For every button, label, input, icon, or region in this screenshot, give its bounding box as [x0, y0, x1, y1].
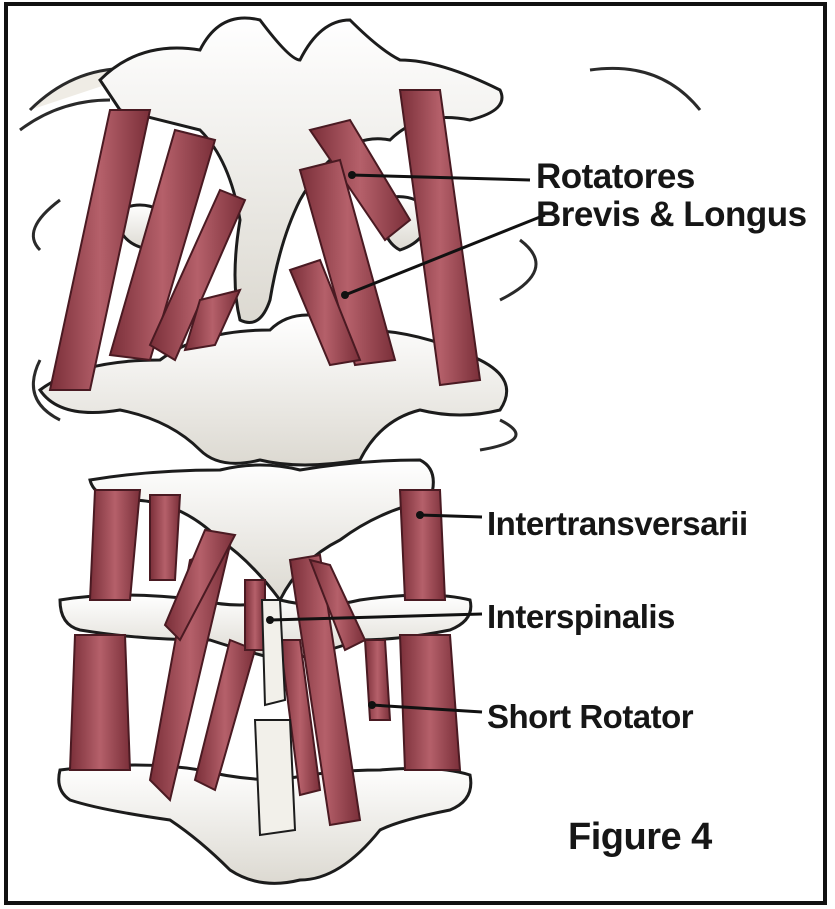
label-rotatores-line1: Rotatores	[536, 158, 807, 196]
figure-caption: Figure 4	[568, 816, 712, 859]
label-rotatores-line2: Brevis & Longus	[536, 196, 807, 234]
label-intertransversarii: Intertransversarii	[487, 505, 748, 543]
label-interspinalis: Interspinalis	[487, 598, 675, 636]
label-rotatores: Rotatores Brevis & Longus	[536, 158, 807, 234]
label-short-rotator: Short Rotator	[487, 698, 693, 736]
